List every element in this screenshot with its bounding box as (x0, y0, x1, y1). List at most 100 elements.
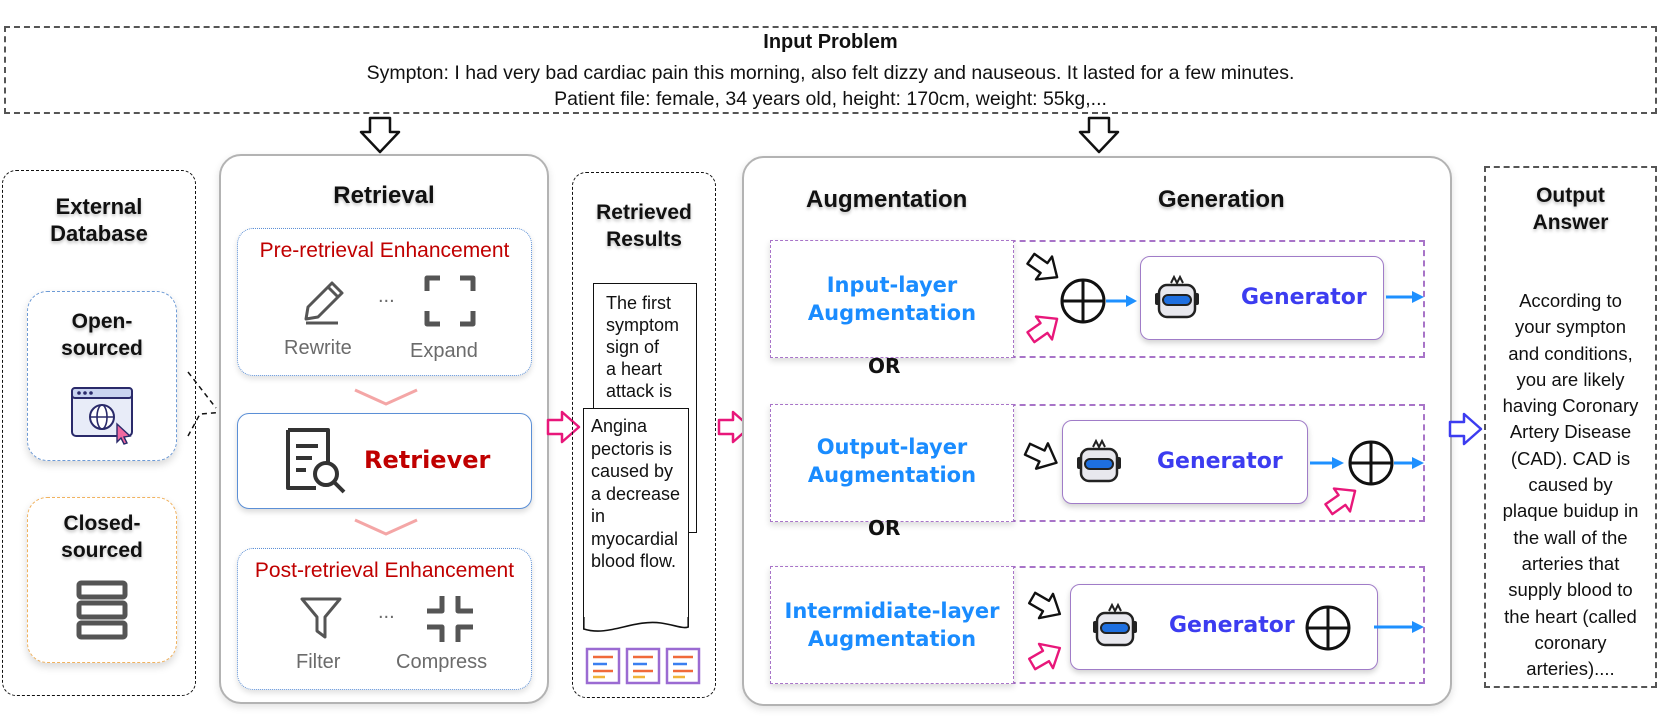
doc1-line: The first (606, 293, 672, 313)
input-problem-title: Input Problem (763, 31, 898, 53)
retrieval-panel: Retrieval Pre-retrieval Enhancement ... … (219, 154, 549, 704)
expand-icon (424, 275, 476, 327)
intermediate-layer-line1: Intermidiate-layer (784, 599, 1000, 623)
generator-label: Generator (1241, 285, 1367, 310)
closed-sourced-line1: Closed- (63, 512, 141, 535)
open-sourced-card[interactable]: Open- sourced (27, 291, 177, 461)
doc2-line: caused by (591, 461, 674, 481)
input-layer-augmentation-box[interactable]: Input-layer Augmentation (770, 240, 1014, 358)
document-stack-icon (585, 647, 701, 685)
output-line: arteries that (1521, 552, 1620, 574)
web-globe-icon (71, 387, 133, 445)
output-title-line1: Output (1536, 184, 1605, 207)
augmentation-title: Augmentation (806, 186, 968, 213)
flow-arrow-icon (1106, 295, 1137, 307)
output-layer-line2: Augmentation (807, 463, 977, 487)
doc1-line: sign of (606, 337, 660, 357)
hollow-arrow-icon (1026, 252, 1059, 281)
retrieved-document-2[interactable]: Angina pectoris is caused by a decrease … (583, 408, 689, 618)
output-line: plaque buidup in (1502, 500, 1639, 522)
post-retrieval-label: Post-retrieval Enhancement (254, 559, 515, 582)
post-ellipsis: ... (378, 601, 395, 623)
hollow-arrow-icon (1027, 591, 1062, 620)
generator-box-2[interactable]: Generator (1062, 420, 1308, 504)
output-layer-line1: Output-layer (816, 435, 968, 459)
retrieved-results-box: Retrieved Results The first symptom sign… (572, 172, 716, 698)
closed-sourced-card[interactable]: Closed- sourced (27, 497, 177, 663)
generator-label: Generator (1157, 449, 1283, 474)
doc2-line: myocardial (591, 528, 679, 549)
retrieval-title: Retrieval (333, 182, 435, 209)
output-line: and conditions, (1508, 342, 1633, 364)
database-connector (187, 371, 227, 437)
retriever-label: Retriever (364, 446, 491, 474)
open-sourced-line2: sourced (61, 337, 143, 360)
input-layer-line1: Input-layer (826, 273, 958, 297)
pencil-icon (304, 281, 344, 325)
output-title-line2: Answer (1532, 211, 1609, 234)
intermediate-layer-augmentation-box[interactable]: Intermidiate-layer Augmentation (770, 566, 1014, 684)
generator-box-3[interactable]: Generator (1070, 584, 1378, 670)
output-line: coronary (1534, 631, 1607, 653)
hollow-arrow-icon (1027, 642, 1062, 671)
compress-icon (427, 596, 473, 642)
robot-icon (1155, 274, 1199, 319)
pre-ellipsis: ... (378, 285, 395, 307)
output-line: having Coronary (1502, 395, 1639, 417)
robot-icon (1093, 602, 1137, 647)
plus-combine-icon (1348, 440, 1394, 486)
pre-retrieval-box[interactable]: Pre-retrieval Enhancement ... Rewrite Ex… (237, 228, 532, 376)
output-line: Artery Disease (1509, 421, 1632, 443)
or-label-2: OR (868, 516, 901, 540)
doc2-line: a decrease (591, 483, 681, 504)
output-line: supply blood to (1508, 579, 1633, 601)
output-line: your sympton (1514, 316, 1627, 338)
augmentation-generation-panel: Augmentation Generation Input-layer Augm… (742, 156, 1452, 706)
doc1-line: a heart (606, 359, 663, 379)
document-wave-edge (583, 617, 689, 632)
hollow-arrow-icon (1026, 315, 1059, 344)
output-line: According to (1519, 290, 1622, 311)
filter-label: Filter (296, 651, 341, 673)
chevron-down-icon (354, 518, 418, 536)
down-arrow-icon (359, 116, 401, 154)
results-title-line2: Results (606, 228, 682, 251)
database-title-line2: Database (50, 221, 148, 246)
results-title-line1: Retrieved (596, 201, 692, 224)
right-arrow-icon (717, 410, 752, 444)
generator-box-1[interactable]: Generator (1140, 256, 1384, 340)
plus-combine-icon (1305, 605, 1351, 651)
pre-retrieval-label: Pre-retrieval Enhancement (259, 239, 510, 262)
input-problem-box: Input Problem Sympton: I had very bad ca… (4, 26, 1657, 114)
intermediate-layer-line2: Augmentation (807, 627, 977, 651)
doc1-line: attack is (606, 381, 673, 401)
input-layer-line2: Augmentation (807, 301, 977, 325)
retriever-box[interactable]: Retriever (237, 413, 532, 509)
output-answer-box: Output Answer According to your sympton … (1484, 166, 1657, 688)
hollow-arrow-icon (1324, 487, 1357, 516)
right-arrow-icon (546, 410, 581, 444)
compress-label: Compress (396, 651, 488, 673)
filter-icon (300, 597, 342, 639)
robot-icon (1077, 438, 1121, 483)
down-arrow-icon (1078, 116, 1120, 154)
chevron-down-icon (354, 388, 418, 406)
output-line: caused by (1528, 474, 1613, 496)
doc2-line: pectoris is (591, 438, 673, 459)
expand-label: Expand (410, 340, 478, 362)
rewrite-label: Rewrite (284, 337, 352, 359)
output-layer-augmentation-box[interactable]: Output-layer Augmentation (770, 404, 1014, 522)
doc2-line: Angina (591, 416, 648, 436)
or-label-1: OR (868, 354, 901, 378)
flow-arrow-icon (1374, 621, 1424, 633)
output-line: the heart (called (1504, 605, 1637, 627)
input-patient-text: Patient file: female, 34 years old, heig… (554, 88, 1107, 110)
doc2-line: in (591, 506, 606, 526)
flow-arrow-icon (1394, 457, 1424, 469)
server-icon (76, 580, 128, 640)
right-arrow-icon (1448, 412, 1483, 446)
plus-combine-icon (1060, 278, 1106, 324)
flow-arrow-icon (1310, 457, 1344, 469)
post-retrieval-box[interactable]: Post-retrieval Enhancement ... Filter Co… (237, 548, 532, 690)
document-search-icon (286, 428, 346, 494)
